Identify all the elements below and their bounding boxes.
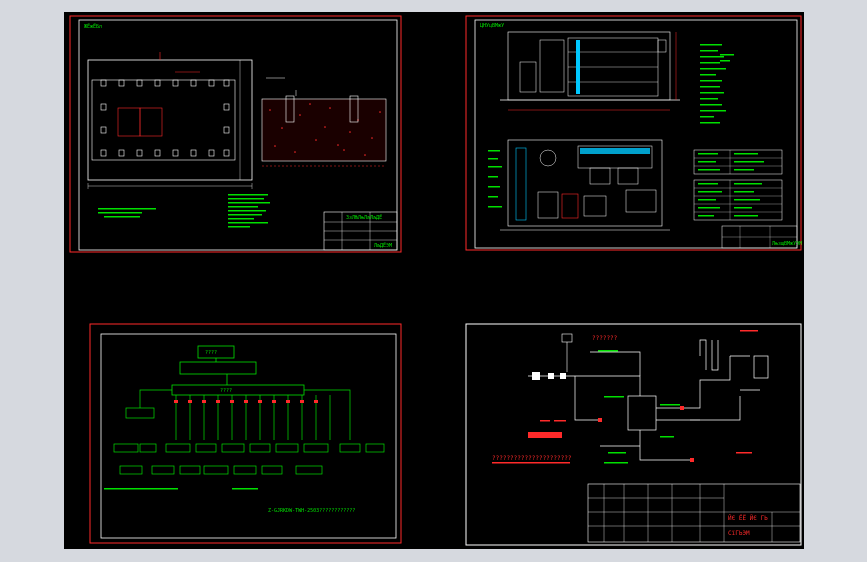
process-red-note: ?????????????????????? <box>492 455 572 462</box>
sheet1-title-block: ЗзЛЊЛњЛљЛљДЁ ЛљДЁЭМ <box>323 211 398 251</box>
anchor-bolts <box>100 79 230 157</box>
sheet2-tag: ЦНУцВМжУ <box>480 23 504 29</box>
sheet2-title: ЛњзщВМжУЭМ <box>772 241 802 247</box>
drawing-svg: ЖЁжЁБл <box>69 15 802 546</box>
parameter-tables <box>693 149 783 221</box>
bus-label: ???? <box>220 388 232 394</box>
sheet-process-flow[interactable]: ??????? ??????????????? <box>465 323 802 546</box>
sheet4-title-block: ЙЄ ЁЁ ЙЄ ГЬ СїГЬЭМ <box>587 483 801 543</box>
process-header: ??????? <box>592 335 618 342</box>
foundation-section <box>261 77 387 167</box>
top-box-label: ???? <box>205 350 217 356</box>
electrical-caption: Z-GJRKDW-TWH-2503???????????? <box>268 508 355 514</box>
plan-view <box>500 139 670 231</box>
sheet4-title-2: СїГЬЭМ <box>728 530 750 537</box>
main-bus <box>171 384 305 396</box>
sheet-unit-layout[interactable]: ЦНУцВМжУ <box>465 15 802 251</box>
sheet1-title-2: ЛљДЁЭМ <box>374 242 392 249</box>
sheet4-title-1: ЙЄ ЁЁ ЙЄ ГЬ <box>728 515 768 522</box>
sheet1-title-1: ЗзЛЊЛњЛљЛљДЁ <box>346 214 382 221</box>
foundation-outline <box>87 59 253 181</box>
drawing-canvas: ЖЁжЁБл <box>64 12 804 549</box>
sheet1-tag: ЖЁжЁБл <box>84 23 102 30</box>
sheet-foundation-plan[interactable]: ЖЁжЁБл <box>69 15 402 253</box>
sheet2-title-block: ЛњзщВМжУЭМ <box>721 225 802 249</box>
foundation-inner <box>91 79 236 161</box>
elevation-view <box>500 31 680 111</box>
process-pipes <box>528 339 769 461</box>
sheet-electrical-system[interactable]: ???? ???? Z-GJRKDW-TWH-2503???????????? <box>89 323 402 544</box>
